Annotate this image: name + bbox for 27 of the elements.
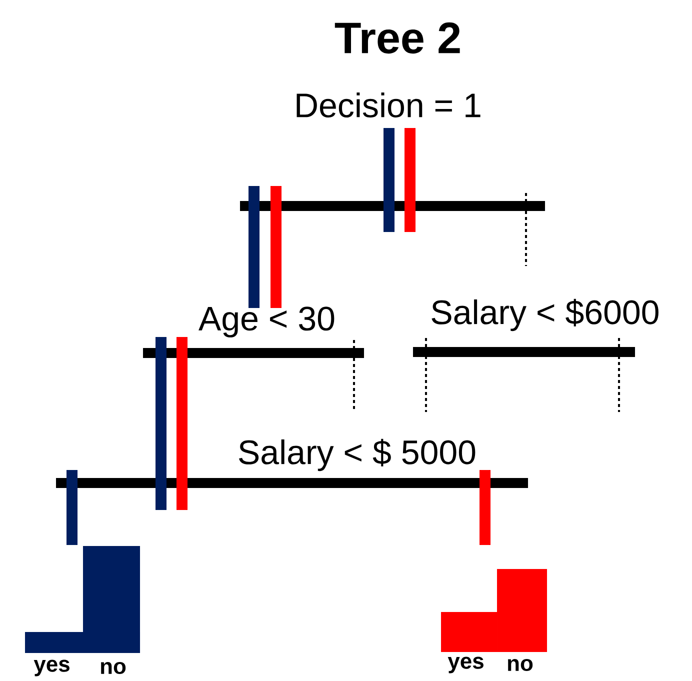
bar-label: yes	[448, 656, 484, 674]
histogram-bars	[25, 546, 140, 653]
bar-label: no	[508, 658, 533, 672]
title: Tree 2	[334, 22, 460, 54]
split-bar: Decision = 1	[240, 92, 545, 211]
split-bar: Age < 30	[143, 306, 364, 358]
split-bar: Salary < $6000	[413, 298, 658, 357]
node-label: Age < 30	[198, 306, 334, 338]
split-bar: Salary < $ 5000	[56, 438, 528, 488]
path-bar	[66, 470, 78, 545]
path-bar	[248, 186, 260, 308]
dotted-line	[353, 340, 355, 412]
path-bar	[156, 337, 166, 510]
path-bar	[480, 470, 490, 545]
node-label: Salary < $6000	[432, 298, 658, 332]
path-bar	[384, 128, 394, 232]
dotted-line	[618, 338, 620, 412]
path-bar	[404, 128, 416, 232]
path-bar	[176, 337, 188, 510]
bar-label: yes	[34, 660, 70, 676]
dotted-line	[425, 338, 427, 412]
bar-label: no	[101, 662, 126, 674]
dotted-line	[525, 193, 527, 266]
node-label: Decision = 1	[296, 92, 480, 118]
path-bar	[270, 186, 282, 308]
node-label: Salary < $ 5000	[238, 438, 476, 472]
histogram-bars	[441, 569, 547, 652]
